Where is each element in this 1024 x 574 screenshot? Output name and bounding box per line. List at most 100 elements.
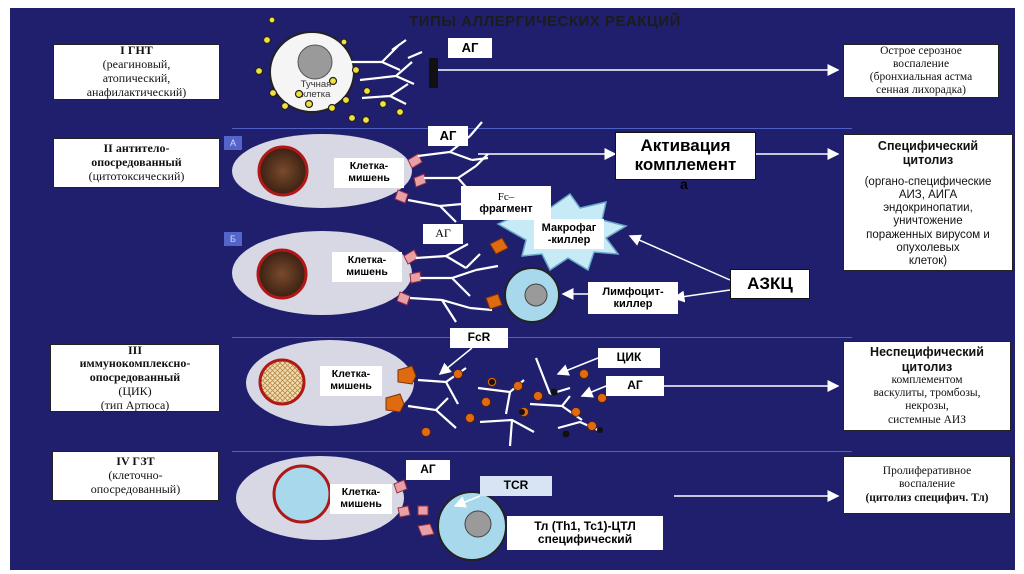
outcome-ii-body-4: уничтожение: [893, 215, 963, 228]
type-i-name: I ГНТ: [120, 43, 153, 58]
type-iii-box: III иммунокомплексно- опосредованный (ЦИ…: [50, 342, 220, 412]
outcome-i-1: Острое серозное: [880, 44, 962, 57]
type-i-desc-1: (реагиновый,: [102, 57, 171, 72]
type-iv-desc-1: (клеточно-: [108, 468, 163, 483]
ag-label-iia: АГ: [428, 126, 468, 146]
target-cell-label-iia: Клетка- мишень: [334, 158, 404, 188]
target-cell-icon: [232, 134, 412, 208]
outcome-iii-body-2: васкулиты, тромбозы,: [873, 387, 981, 400]
separator-1: [232, 128, 852, 129]
type-i-desc-3: анафилактический): [86, 84, 187, 99]
type-i-box: I ГНТ (реагиновый, атопический, анафилак…: [53, 44, 220, 100]
immune-complex-icon: [421, 369, 607, 437]
target-cell-label-iii: Клетка- мишень: [320, 366, 382, 396]
outcome-i-3: (бронхиальная астма: [869, 71, 973, 83]
target-cell-label-iv: Клетка- мишень: [330, 484, 392, 514]
target-cell-label-iia-2: мишень: [348, 172, 390, 184]
type-iv-desc-2: опосредованный): [90, 481, 181, 496]
target-cell-label-iii-2: мишень: [330, 380, 372, 392]
t-lymphocyte-label-2: специфический: [537, 532, 633, 546]
macrophage-label-2: -киллер: [547, 234, 591, 246]
outcome-iv-3: (цитолиз специфич. Тл): [865, 491, 989, 504]
mast-cell-icon: [254, 16, 405, 125]
type-iv-name: IV ГЗТ: [116, 454, 155, 469]
type-iii-desc-1: (ЦИК): [118, 383, 152, 398]
ag-label-iv: АГ: [406, 460, 450, 480]
immune-complex-icon: [407, 357, 599, 447]
lymphocyte-label: Лимфоцит- киллер: [588, 282, 678, 314]
target-cell-label-iv-2: мишень: [340, 498, 382, 510]
outcome-ii-box: Специфический цитолиз (органо-специфичес…: [843, 134, 1013, 271]
t-lymphocyte-label-1: Тл (Th1, Tc1)-ЦТЛ: [534, 518, 636, 533]
outcome-iv-2: воспаление: [898, 478, 956, 491]
fc-fragment-2: фрагмент: [479, 203, 533, 215]
outcome-iv-1: Пролиферативное: [882, 465, 972, 478]
outcome-ii-body-7: клеток): [908, 255, 948, 268]
type-iii-desc-2: (тип Артюса): [100, 397, 170, 412]
lymphocyte-label-1: Лимфоцит-: [602, 285, 664, 298]
antibody-icon: [409, 243, 499, 323]
outcome-ii-body-6: опухолевых: [896, 241, 960, 254]
outcome-iii-box: Неспецифический цитолиз комплементом вас…: [843, 341, 1011, 431]
type-iv-box: IV ГЗТ (клеточно- опосредованный): [52, 451, 219, 501]
adcc-label: АЗКЦ: [730, 269, 810, 299]
lymphocyte-icon: [504, 267, 560, 323]
fc-fragment-1: Fc–: [497, 190, 515, 203]
t-cell-icon: [437, 491, 507, 561]
type-ii-box: II антитело- опосредованный (цитотоксиче…: [53, 138, 220, 188]
ag-label-iii: АГ: [606, 376, 664, 396]
mast-cell-label: Тучная клетка: [300, 79, 332, 101]
t-lymphocyte-label: Тл (Th1, Tc1)-ЦТЛ специфический: [507, 516, 663, 550]
outcome-i-box: Острое серозное воспаление (бронхиальная…: [843, 44, 999, 98]
outcome-iii-body-4: системные АИЗ: [887, 413, 966, 426]
outcome-iii-body-3: некрозы,: [905, 400, 949, 413]
outcome-i-2: воспаление: [892, 57, 950, 70]
separator-2: [232, 337, 852, 338]
outcome-iii-body-1: комплементом: [891, 373, 963, 386]
target-cell-label-iib-2: мишень: [346, 266, 388, 278]
complement-activation-suffix: а: [680, 176, 688, 192]
complement-activation-label: Активация комплемент: [615, 132, 756, 180]
target-cell-label-iv-1: Клетка-: [341, 486, 381, 499]
outcome-iv-box: Пролиферативное воспаление (цитолиз спец…: [843, 456, 1011, 514]
antibody-icon: [350, 39, 423, 105]
type-ii-name: II антитело-: [103, 141, 170, 156]
outcome-ii-body-5: пораженных вирусом и: [866, 228, 990, 241]
outcome-iii-title-1: Неспецифический: [870, 345, 984, 360]
outcome-ii-title-2: цитолиз: [902, 153, 954, 168]
target-cell-label-iia-1: Клетка-: [349, 160, 389, 173]
type-ii-name-2: опосредованный: [91, 155, 182, 170]
tag-a: А: [224, 136, 242, 150]
target-cell-icon: [236, 456, 404, 540]
macrophage-label-1: Макрофаг: [541, 221, 597, 234]
type-i-desc-2: атопический,: [102, 71, 171, 85]
ag-label-i: АГ: [448, 38, 492, 58]
ag-block: [429, 58, 438, 88]
outcome-ii-body-3: эндокринопатии,: [883, 202, 973, 215]
type-iii-name: III: [127, 342, 142, 357]
fcr-label: FcR: [450, 328, 508, 348]
target-cell-label-iib-1: Клетка-: [347, 254, 387, 267]
complement-activation-2: комплемент: [634, 155, 737, 174]
separator-3: [232, 451, 852, 452]
type-iii-name-2: иммунокомплексно-: [79, 356, 191, 371]
fc-fragment-label: Fc– фрагмент: [461, 186, 551, 220]
outcome-iii-title-2: цитолиз: [901, 359, 953, 374]
type-ii-desc: (цитотоксический): [88, 168, 185, 183]
tag-b: Б: [224, 232, 242, 246]
tcr-label: TCR: [480, 476, 552, 496]
outcome-ii-title-1: Специфический: [877, 139, 979, 153]
ag-label-iib: АГ: [423, 224, 463, 244]
outcome-ii-body-1: (органо-специфические: [864, 175, 992, 188]
lymphocyte-label-2: киллер: [613, 298, 653, 310]
outcome-i-4: сенная лихорадка): [876, 84, 966, 97]
diagram-panel: ТИПЫ АЛЛЕРГИЧЕСКИХ РЕАКЦИЙ I ГНТ (реагин…: [10, 8, 1015, 570]
page-title: ТИПЫ АЛЛЕРГИЧЕСКИХ РЕАКЦИЙ: [409, 13, 681, 30]
macrophage-label: Макрофаг -киллер: [534, 219, 604, 249]
outcome-ii-body-2: АИЗ, АИГА: [898, 188, 958, 201]
target-cell-label-iib: Клетка- мишень: [332, 252, 402, 282]
type-iii-name-3: опосредованный: [89, 370, 181, 385]
cik-label: ЦИК: [598, 348, 660, 368]
target-cell-label-iii-1: Клетка-: [331, 368, 371, 381]
complement-activation-1: Активация: [640, 136, 731, 156]
